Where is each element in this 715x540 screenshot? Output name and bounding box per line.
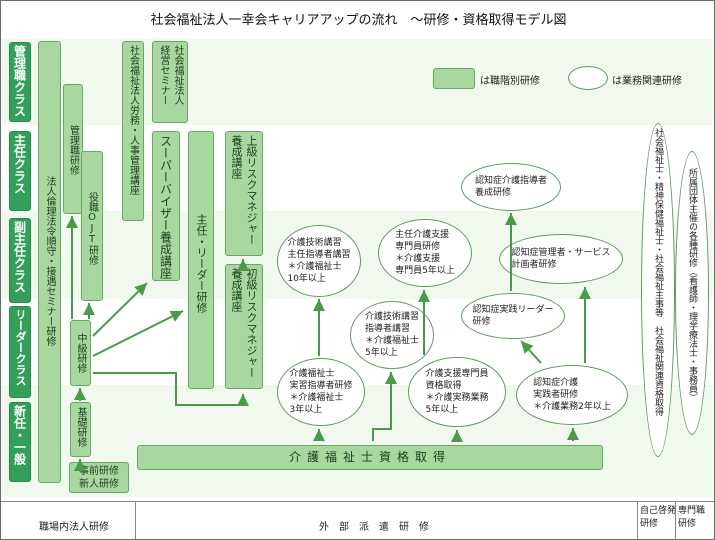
- arrow-cert-o2: [372, 372, 397, 441]
- footer-internal: 職場内法人研修: [39, 522, 109, 533]
- oval-dementia-manager: 認知症管理者・サービス 計画者研修: [499, 234, 623, 284]
- class-new: 新任・一般: [9, 402, 31, 482]
- ethics-seminar-box: 法人倫理法令順守・接遇セミナー研修: [38, 41, 61, 483]
- arrow-mid-risk: [93, 372, 249, 406]
- legend-work-related-label: は業務関連研修: [612, 76, 682, 87]
- footer-divider: [1, 501, 714, 502]
- oval-chief-care-manager: 主任介護支援 専門員研修 ＊介護支援 専門員5年以上: [378, 219, 472, 287]
- arrow-mid-supervisor: [92, 282, 148, 337]
- oval-dementia-leader: 認知症実践リーダー 研修: [461, 293, 565, 339]
- legend-job-level-swatch: [433, 68, 475, 89]
- footer-pro: 専門職 研修: [678, 506, 706, 529]
- band-chief: [2, 125, 713, 211]
- oval-practicum-instructor: 介護福祉士 実習指導者研修 ＊介護福祉士 3年以上: [277, 358, 365, 426]
- labor-course-box: 社会福祉法人労務・人事管理講座: [122, 41, 144, 221]
- class-manager: 管理職クラス: [9, 42, 31, 122]
- footer-sep-1: [135, 501, 136, 539]
- page-title: 社会福祉法人一幸会キャリアアップの流れ ～研修・資格取得モデル図: [150, 13, 567, 28]
- legend-work-related-swatch: [568, 66, 608, 90]
- leader-training-box: 主任・リーダー研修: [188, 131, 214, 389]
- footer-external: 外 部 派 遣 研 修: [319, 522, 429, 533]
- arrow-mid-leader: [92, 310, 184, 357]
- arrow-o9-o7: [520, 340, 542, 364]
- oval-skill-instructor: 介護技術講習 指導者講習 ＊介護福祉士 5年以上: [350, 301, 434, 369]
- class-leader: リーダークラス: [9, 306, 31, 398]
- footer-sep-3: [675, 501, 676, 539]
- class-sub-chief: 副主任クラス: [9, 218, 31, 303]
- junior-risk-box: 初級リスクマネジャー 養成講座: [225, 264, 263, 389]
- oval-social-welfare-qualification: 社会福祉士・精神保健福祉士・社会福祉主事等 社会福祉関連資格取得: [641, 123, 675, 457]
- oval-dementia-practitioner: 認知症介護 実践者研修 ＊介護業務2年以上: [516, 365, 628, 425]
- oval-care-manager-cert: 介護支援専門員 資格取得 ＊介護実務業務 5年以上: [408, 357, 506, 427]
- footer-sep-2: [637, 501, 638, 539]
- caregiver-cert-box: 介護福祉士資格取得: [137, 445, 603, 470]
- legend-job-level-label: は職階別研修: [480, 76, 540, 87]
- senior-risk-box: 上級リスクマネジャー 養成講座: [225, 131, 263, 256]
- oval-skill-chief-instructor: 介護技術講習 主任指導者講習 ＊介護福祉士 10年以上: [277, 225, 361, 297]
- basic-training-box: 基礎研修: [70, 402, 91, 457]
- oval-association-training: 所属団体主催の各種研修（看護師・理学療法士・事務員）: [675, 151, 709, 435]
- mid-training-box: 中級研修: [70, 320, 91, 386]
- oval-dementia-trainer: 認知症介護指導者 養成研修: [461, 163, 561, 211]
- footer-self: 自己啓発 研修: [640, 506, 677, 529]
- manager-training-box: 管理職研修: [63, 84, 83, 214]
- supervisor-course-box: スーパーバイザー養成講座: [152, 131, 180, 281]
- class-chief: 主任クラス: [9, 131, 31, 211]
- exec-seminar-box: 社会福祉法人 経営セミナー: [152, 41, 188, 123]
- ojt-training-box: 役職OJT研修: [81, 151, 103, 301]
